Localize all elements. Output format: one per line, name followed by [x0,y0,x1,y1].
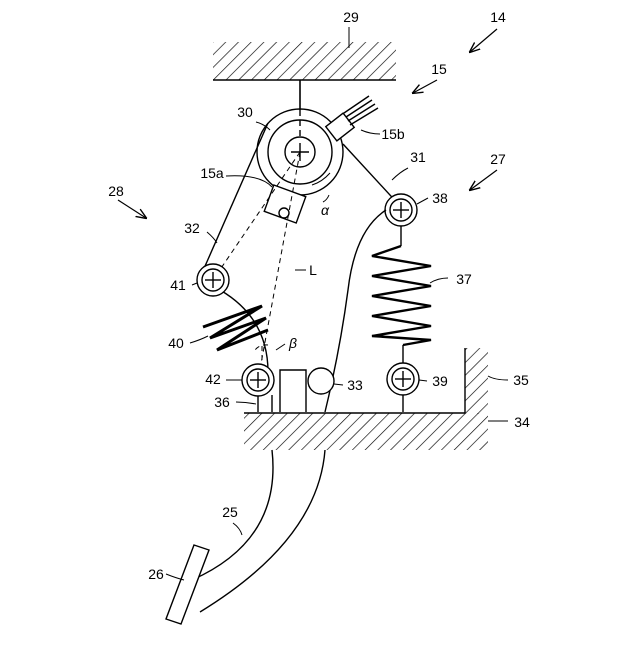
pedal-pad-26 [166,545,209,624]
sensor-15b [326,96,378,141]
arrow-27 [470,170,497,190]
label-27: 27 [490,151,506,167]
label-31: 31 [410,149,426,165]
label-15: 15 [431,61,447,77]
ball-33 [308,368,334,394]
spring-37 [372,246,431,345]
label-15b: 15b [381,126,405,142]
label-29: 29 [343,9,359,25]
pulley-41 [197,264,229,296]
label-L: L [309,262,317,278]
label-14: 14 [490,9,506,25]
label-35: 35 [513,372,529,388]
label-25: 25 [222,504,238,520]
arrow-15 [413,80,437,93]
pulley-39 [387,363,419,395]
label-26: 26 [148,566,164,582]
base-34 [244,413,488,450]
label-38: 38 [432,190,448,206]
label-33: 33 [347,377,363,393]
sensor-15a [264,185,306,223]
arrow-28 [118,200,146,218]
pulley-42 [242,364,274,396]
label-15a: 15a [200,165,224,181]
label-37: 37 [456,271,472,287]
label-39: 39 [432,373,448,389]
label-28: 28 [108,183,124,199]
arrow-14 [470,29,497,52]
label-32: 32 [184,220,200,236]
label-36: 36 [214,394,230,410]
pulley-38 [385,194,417,226]
label-41: 41 [170,277,186,293]
label-beta: β [288,335,297,351]
label-alpha: α [321,202,330,218]
label-34: 34 [514,414,530,430]
label-30: 30 [237,104,253,120]
label-42: 42 [205,371,221,387]
label-40: 40 [168,335,184,351]
cable-32 [202,123,268,273]
wall-35 [465,348,488,414]
pedal-arm-25 [192,450,325,612]
stopper-block [280,370,306,412]
ceiling-member [213,42,396,80]
leader-lines [166,122,508,580]
